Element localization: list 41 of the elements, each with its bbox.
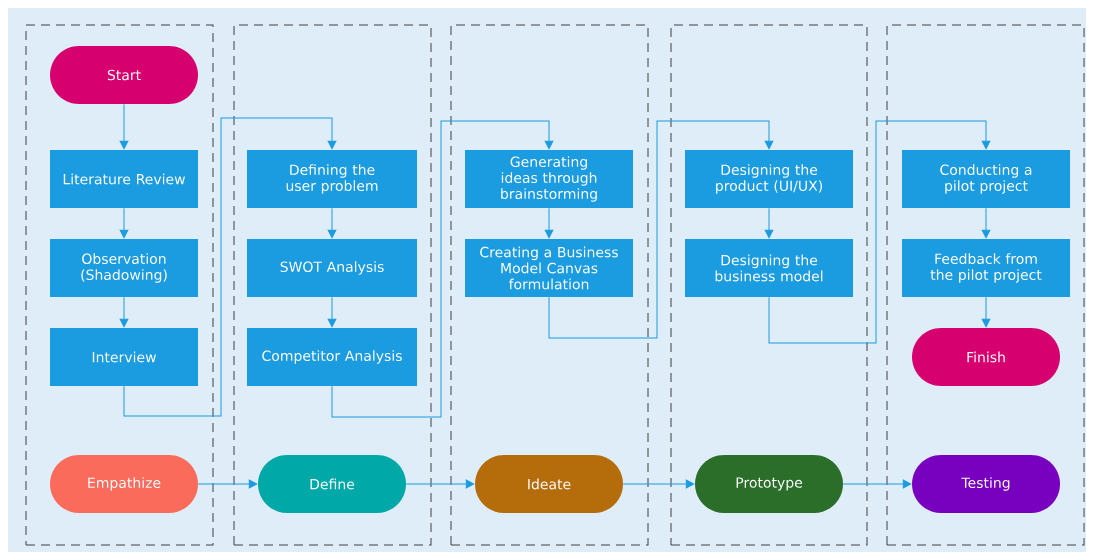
stage-pill: Prototype: [695, 455, 843, 513]
stage-pill: Testing: [912, 455, 1060, 513]
process-box: Creating a Business Model Canvas formulation: [465, 239, 633, 297]
process-box: Competitor Analysis: [247, 328, 417, 386]
arrow: [768, 120, 991, 344]
arrow: [119, 103, 129, 150]
process-box: Feedback from the pilot project: [902, 239, 1070, 297]
arrow: [119, 296, 129, 328]
stage-column: [670, 24, 868, 546]
arrow: [622, 479, 695, 489]
arrow: [405, 479, 475, 489]
arrow: [981, 207, 991, 239]
arrow: [119, 207, 129, 239]
arrow: [764, 207, 774, 239]
arrow: [197, 479, 258, 489]
stage-column: [450, 24, 649, 546]
arrow: [548, 120, 774, 339]
stage-column: [886, 24, 1085, 546]
stage-column: [25, 24, 214, 546]
process-box: Designing the product (UI/UX): [685, 150, 853, 208]
process-box: Generating ideas through brainstorming: [465, 150, 633, 208]
terminal-pill: Finish: [912, 328, 1060, 386]
stage-pill: Empathize: [50, 455, 198, 513]
stage-pill: Ideate: [475, 455, 623, 513]
process-box: Observation (Shadowing): [50, 239, 198, 297]
stage-pill: Define: [258, 455, 406, 513]
process-box: Designing the business model: [685, 239, 853, 297]
arrow: [981, 296, 991, 328]
arrow: [331, 120, 554, 418]
process-box: Conducting a pilot project: [902, 150, 1070, 208]
arrow: [327, 296, 337, 328]
stage-column: [233, 24, 432, 546]
arrow: [544, 207, 554, 239]
arrow: [327, 207, 337, 239]
process-box: Defining the user problem: [247, 150, 417, 208]
terminal-pill: Start: [50, 46, 198, 104]
arrow: [842, 479, 912, 489]
arrow: [123, 117, 337, 417]
process-box: SWOT Analysis: [247, 239, 417, 297]
process-box: Literature Review: [50, 150, 198, 208]
process-box: Interview: [50, 328, 198, 386]
